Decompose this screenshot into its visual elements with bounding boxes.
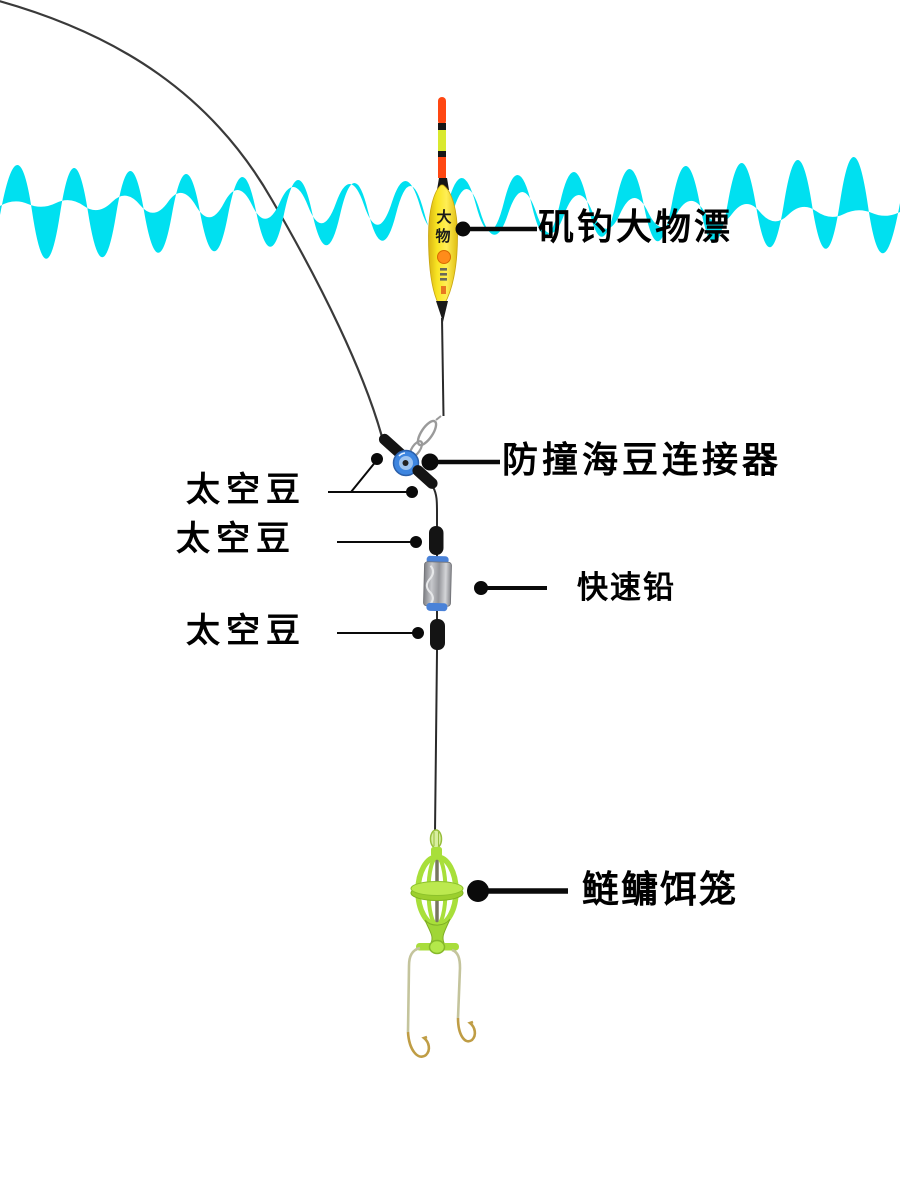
float-stem <box>441 317 445 417</box>
space-bean-lower <box>430 619 445 650</box>
cage-bottom-bead <box>428 939 446 955</box>
hook-wire-left <box>406 946 421 1033</box>
pointer-connector <box>421 453 500 471</box>
label-float: 矶钓大物漂 <box>538 207 734 247</box>
pointer-bean-mid <box>337 536 422 548</box>
main-fishing-line <box>0 0 384 438</box>
label-space-bean-top: 太空豆 <box>186 472 306 509</box>
bait-cage <box>410 829 464 955</box>
cage-top-bead-stripes <box>433 832 439 846</box>
label-space-bean-bottom: 太空豆 <box>186 613 306 650</box>
float-brand-char-2: 物 <box>435 227 450 245</box>
fish-hook-right <box>456 1017 477 1043</box>
callout-pointers <box>328 221 568 902</box>
hooks <box>406 1017 477 1058</box>
quick-lead-bottom-cap <box>426 602 448 612</box>
space-bean-mid <box>429 526 444 555</box>
float-bottom-tip <box>436 301 448 322</box>
lower-line <box>432 486 438 833</box>
fishing-float: 大 物 <box>428 97 458 417</box>
float-antenna-band <box>438 151 446 157</box>
float-antenna-segment-green <box>438 130 446 151</box>
label-bait-cage: 鲢鳙饵笼 <box>582 870 738 911</box>
pointer-cage <box>467 880 568 902</box>
pointer-float <box>455 221 537 237</box>
label-quick-lead: 快速铅 <box>577 570 676 605</box>
pointer-bean-top <box>328 453 418 498</box>
pointer-bean-bottom <box>337 627 424 639</box>
label-connector: 防撞海豆连接器 <box>502 440 783 480</box>
float-antenna-segment-orange <box>438 157 446 178</box>
cage-bottom-cone <box>424 918 451 944</box>
sea-bean-connector <box>392 449 420 477</box>
float-antenna-tip <box>438 97 446 125</box>
cage-top-bead <box>429 829 443 849</box>
quick-lead-streak <box>425 565 435 606</box>
float-fine-print <box>440 268 447 294</box>
float-logo-dot <box>437 250 451 264</box>
float-brand-char-1: 大 <box>436 208 451 226</box>
hook-wires <box>406 946 462 1033</box>
label-space-bean-mid: 太空豆 <box>176 521 296 558</box>
float-antenna-band <box>438 123 446 130</box>
hook-wire-right <box>451 948 462 1019</box>
pointer-lead <box>474 581 547 595</box>
fish-hook-left <box>406 1031 431 1058</box>
space-bean-mid-upper <box>412 465 438 489</box>
cage-mid-disc-upper <box>410 881 464 896</box>
quick-lead-weight <box>423 555 452 612</box>
